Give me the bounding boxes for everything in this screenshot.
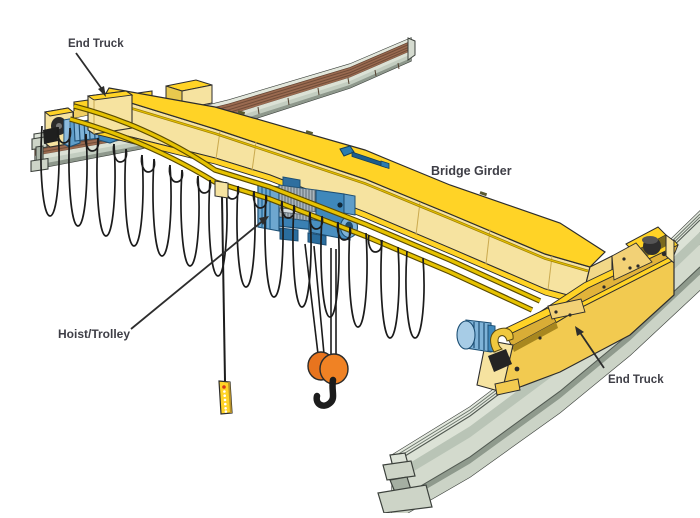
svg-text:Hoist/Trolley: Hoist/Trolley xyxy=(58,327,130,341)
svg-text:End Truck: End Truck xyxy=(68,38,124,50)
svg-text:End Truck: End Truck xyxy=(608,374,664,386)
svg-text:Bridge Girder: Bridge Girder xyxy=(431,164,512,178)
